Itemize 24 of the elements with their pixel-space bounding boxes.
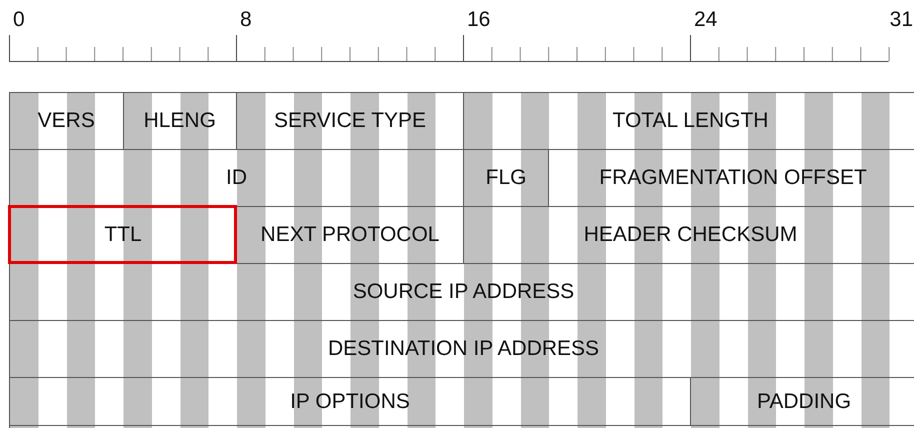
header-field bbox=[237, 93, 464, 150]
field-name: VERS bbox=[38, 109, 95, 133]
field-name: HLENG bbox=[144, 109, 216, 133]
bit-number: 16 bbox=[467, 8, 490, 32]
header-field bbox=[10, 93, 124, 150]
field-name: NEXT PROTOCOL bbox=[260, 223, 440, 247]
bit-number: 24 bbox=[694, 8, 718, 32]
field-name: FLG bbox=[486, 166, 526, 190]
field-name: HEADER CHECKSUM bbox=[584, 223, 798, 247]
bit-number: 0 bbox=[13, 8, 25, 32]
field-name: IP OPTIONS bbox=[290, 390, 410, 414]
field-name: SOURCE IP ADDRESS bbox=[352, 280, 574, 304]
header-field bbox=[10, 378, 691, 426]
header-field bbox=[237, 207, 464, 264]
header-field bbox=[124, 93, 237, 150]
bit-number: 8 bbox=[240, 8, 252, 32]
field-name: PADDING bbox=[756, 390, 852, 414]
field-name: SERVICE TYPE bbox=[274, 109, 426, 133]
header-field bbox=[464, 150, 550, 207]
bit-number: 31 bbox=[890, 8, 913, 32]
field-name: ID bbox=[226, 166, 247, 190]
field-name: TOTAL LENGTH bbox=[612, 109, 768, 133]
field-name: DESTINATION IP ADDRESS bbox=[328, 337, 600, 361]
field-name: FRAGMENTATION OFFSET bbox=[599, 166, 867, 190]
